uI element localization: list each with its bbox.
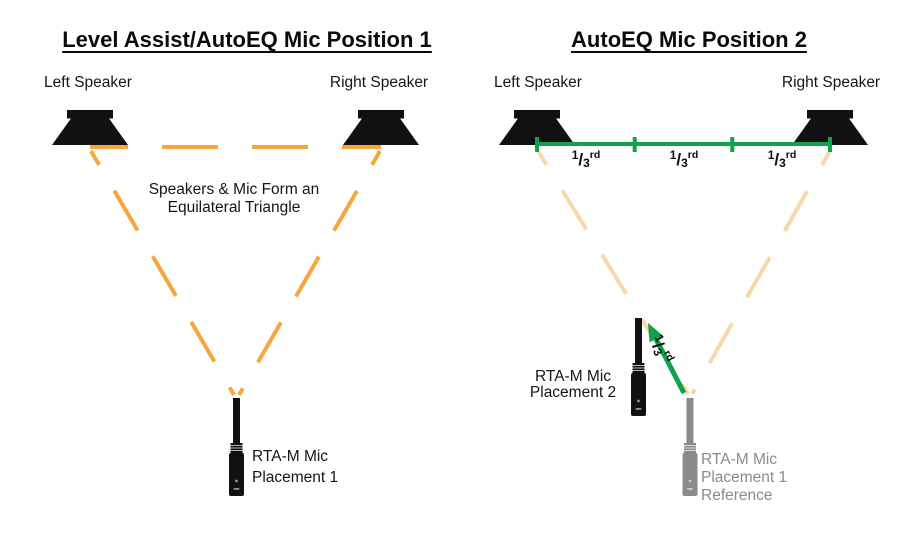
rta-m-mic-placement-1-reference-icon — [682, 397, 698, 497]
right-panel-left-speaker-label: Left Speaker — [494, 74, 582, 91]
reference-label-line-1: RTA-M Mic — [701, 451, 778, 468]
fraction-ordinal: rd — [687, 149, 699, 161]
mic-placement-1-label-line-1: RTA-M Mic — [252, 448, 329, 465]
fraction-numerator: 1 — [767, 148, 775, 162]
mic-placement-2-label-line-1: RTA-M Mic — [534, 368, 612, 385]
equilateral-triangle-note: Speakers & Mic Form an Equilateral Trian… — [134, 181, 334, 216]
one-third-label-3: 1/3rd — [757, 148, 807, 170]
right-panel-title: AutoEQ Mic Position 2 — [571, 27, 807, 52]
right-panel-right-speaker-label: Right Speaker — [781, 74, 881, 91]
left-panel-triangle-left-side-dashed-line — [89, 149, 236, 397]
mic-placement-1-reference-label: RTA-M Mic Placement 1 Reference — [701, 451, 787, 505]
fraction-numerator: 1 — [571, 148, 579, 162]
fraction-numerator: 1 — [669, 148, 677, 162]
fraction-slash: / — [774, 150, 780, 169]
one-third-arrow-shaft — [653, 337, 687, 395]
mic-placement-1-label-line-2: Placement 1 — [252, 469, 339, 486]
left-panel-triangle-right-side-dashed-line — [237, 149, 382, 397]
note-line-2: Equilateral Triangle — [167, 198, 301, 216]
fraction-ordinal: rd — [785, 149, 797, 161]
reference-label-line-3: Reference — [701, 487, 773, 504]
note-line-1: Speakers & Mic Form an — [148, 181, 320, 198]
left-panel-left-speaker-label: Left Speaker — [44, 74, 132, 91]
fraction-denominator: 3 — [779, 156, 786, 170]
one-third-arrow-head — [648, 323, 663, 343]
left-panel-right-speaker-label: Right Speaker — [329, 74, 429, 91]
left-panel-title: Level Assist/AutoEQ Mic Position 1 — [62, 27, 432, 52]
right-panel-triangle-right-side-dashed-line — [690, 150, 832, 395]
mic-placement-2-label-line-2: Placement 2 — [529, 384, 617, 401]
fraction-slash: / — [676, 150, 682, 169]
mic-placement-1-label: RTA-M Mic Placement 1 — [252, 446, 338, 488]
reference-label-line-2: Placement 1 — [701, 469, 788, 486]
left-panel-right-speaker-icon — [343, 110, 419, 145]
left-panel-left-speaker-icon — [52, 110, 128, 145]
fraction-denominator: 3 — [583, 156, 590, 170]
rta-m-mic-placement-2-icon — [630, 317, 647, 417]
fraction-slash: / — [578, 150, 584, 169]
one-third-label-2: 1/3rd — [659, 148, 709, 170]
fraction-ordinal: rd — [589, 149, 601, 161]
one-third-label-1: 1/3rd — [561, 148, 611, 170]
rta-m-mic-placement-1-icon — [228, 397, 245, 497]
fraction-denominator: 3 — [681, 156, 688, 170]
mic-placement-2-label: RTA-M Mic Placement 2 — [512, 369, 634, 401]
